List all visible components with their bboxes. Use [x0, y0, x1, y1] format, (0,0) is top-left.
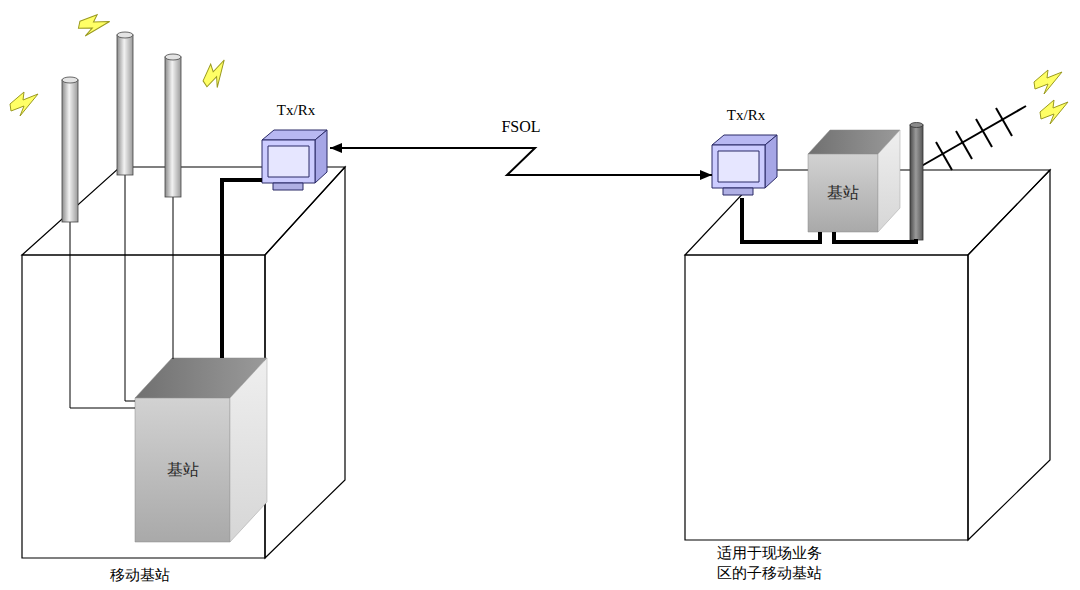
yagi-element [936, 142, 952, 170]
node-caption: Tx/Rx [727, 106, 765, 126]
antenna-cap [165, 54, 181, 60]
antenna-mast-right [910, 123, 923, 241]
node-caption: 适用于现场业务区的子移动基站 [717, 544, 828, 583]
transceiver-front [712, 145, 765, 188]
base-station-front [135, 398, 230, 542]
transceiver-front [262, 140, 315, 183]
cable-connector [222, 180, 262, 358]
antenna-mast [165, 57, 181, 197]
text-box: Tx/Rx [262, 98, 330, 124]
building-front [685, 255, 968, 540]
antenna-cap [910, 123, 923, 128]
yagi-element [996, 108, 1012, 136]
radio-wave-bolt [1034, 70, 1062, 94]
node-text: 基站 [167, 460, 199, 481]
node-caption: 移动基站 [110, 566, 170, 586]
antenna-mast [910, 125, 923, 240]
transceiver-stand [273, 183, 303, 190]
antenna-mast [62, 80, 78, 222]
radio-wave-bolt [76, 10, 111, 42]
transceiver-lens [268, 146, 309, 177]
building-side [265, 167, 345, 558]
base-station-box-outline [808, 130, 900, 232]
base-station-front [808, 154, 878, 232]
antenna-cap [117, 32, 133, 38]
transceiver-side [765, 135, 777, 188]
radio-wave-bolt [10, 92, 38, 116]
transceiver-stand [723, 188, 753, 195]
antenna-cap [62, 77, 78, 83]
yagi-boom [918, 106, 1026, 168]
transceiver-side [315, 130, 327, 183]
base-station-side [878, 130, 900, 232]
transceiver: Tx/Rx [712, 103, 780, 198]
base-station-side [230, 358, 267, 542]
antenna-wires [70, 175, 173, 408]
radio-wave-bolt [1040, 100, 1068, 124]
node-text: 基站 [827, 183, 859, 204]
building-front [22, 255, 265, 558]
optical-link-arrow [330, 148, 712, 175]
edge-label: FSOL [498, 118, 543, 135]
text-box: Tx/Rx [712, 103, 780, 129]
node-caption: Tx/Rx [277, 101, 315, 121]
yagi-element [956, 131, 972, 159]
feed-wire [125, 175, 135, 401]
radio-wave-bolt [198, 58, 234, 92]
base-station-box-outline [135, 358, 267, 542]
antenna-cable [834, 232, 916, 242]
feed-wire [173, 197, 174, 359]
text-box: 移动基站 [80, 565, 200, 587]
antenna-mast [117, 35, 133, 175]
cable-connector [742, 198, 820, 242]
yagi-element [976, 119, 992, 147]
text-box: 基站 [808, 154, 878, 232]
radio-symbols [10, 10, 1068, 124]
transceiver: Tx/Rx [262, 98, 330, 193]
edge-label-box: FSOL [498, 117, 543, 136]
sub-base-building: 适用于现场业务区的子移动基站Tx/Rx基站 [683, 160, 1053, 588]
text-box: 适用于现场业务区的子移动基站 [713, 544, 831, 588]
building-side [968, 170, 1050, 540]
base-station-box: 基站 [808, 130, 900, 232]
antenna-masts [62, 32, 181, 222]
text-box: 基站 [135, 398, 230, 542]
transceiver-lens [718, 151, 759, 182]
yagi-antenna [918, 106, 1026, 170]
base-station-box: 基站 [135, 358, 267, 542]
